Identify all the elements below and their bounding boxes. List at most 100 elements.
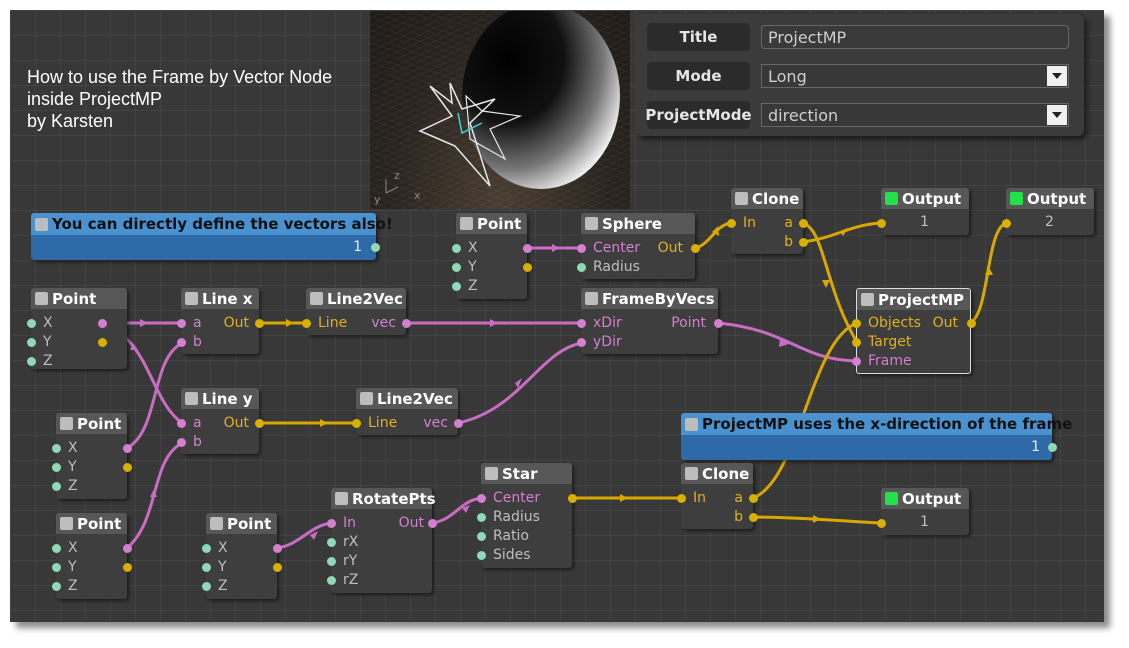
node-point-2[interactable]: Point X Y Z <box>56 413 127 499</box>
node-checkbox[interactable] <box>485 467 498 480</box>
port-out-a[interactable] <box>799 219 808 228</box>
node-checkbox[interactable] <box>360 392 373 405</box>
node-checkbox[interactable] <box>460 217 473 230</box>
node-checkbox[interactable] <box>310 292 323 305</box>
port-in-b[interactable] <box>177 338 186 347</box>
node-checkbox[interactable] <box>35 292 48 305</box>
port-in-y[interactable] <box>52 563 61 572</box>
node-checkbox[interactable] <box>335 492 348 505</box>
node-output-2[interactable]: Output 2 <box>1006 188 1094 235</box>
chevron-down-icon[interactable] <box>1047 105 1067 125</box>
port-out-x[interactable] <box>123 444 132 453</box>
node-rotatepts[interactable]: RotatePts In rX rY rZ Out <box>331 488 436 593</box>
node-checkbox[interactable] <box>35 217 48 231</box>
port-out-x[interactable] <box>98 319 107 328</box>
port-in-z[interactable] <box>452 282 461 291</box>
node-projectmp[interactable]: ProjectMP Objects Target Frame Out <box>856 288 971 374</box>
port-out[interactable] <box>255 319 264 328</box>
port-in-frame[interactable] <box>852 357 861 366</box>
projectmode-select[interactable]: direction <box>761 103 1069 127</box>
port-out-x[interactable] <box>273 544 282 553</box>
port-in-y[interactable] <box>452 263 461 272</box>
chevron-down-icon[interactable] <box>1047 66 1067 86</box>
port-in-center[interactable] <box>577 244 586 253</box>
port-in-sides[interactable] <box>477 551 486 560</box>
port-in-line[interactable] <box>352 419 361 428</box>
node-point-3[interactable]: Point X Y Z <box>56 513 127 599</box>
port-in-x[interactable] <box>52 544 61 553</box>
viewport-3d[interactable]: y z x <box>370 11 630 209</box>
node-checkbox[interactable] <box>685 417 698 431</box>
port-out-y[interactable] <box>523 263 532 272</box>
port-in[interactable] <box>727 219 736 228</box>
comment-output-port[interactable] <box>1048 443 1057 452</box>
node-point-4[interactable]: Point X Y Z <box>456 213 527 299</box>
node-star[interactable]: Star Center Radius Ratio Sides <box>481 463 572 568</box>
node-checkbox[interactable] <box>60 517 73 530</box>
title-input[interactable]: ProjectMP <box>761 25 1069 49</box>
node-checkbox[interactable] <box>185 292 198 305</box>
port-out-y[interactable] <box>98 338 107 347</box>
port-out-vec[interactable] <box>402 319 411 328</box>
port-in-ydir[interactable] <box>577 338 586 347</box>
port-in-ry[interactable] <box>327 557 336 566</box>
port-out-vec[interactable] <box>454 419 463 428</box>
node-checkbox[interactable] <box>60 417 73 430</box>
port-out-x[interactable] <box>523 244 532 253</box>
port-in-a[interactable] <box>177 419 186 428</box>
port-in-rx[interactable] <box>327 538 336 547</box>
port-out[interactable] <box>568 494 577 503</box>
node-framebyvecs[interactable]: FrameByVecs xDir yDir Point <box>581 288 718 354</box>
node-line2vec-1[interactable]: Line2Vec Line vec <box>306 288 406 335</box>
node-output-3[interactable]: Output 1 <box>881 488 969 535</box>
port-out[interactable] <box>428 519 437 528</box>
node-checkbox[interactable] <box>861 293 874 306</box>
port-in[interactable] <box>877 219 886 228</box>
port-in-a[interactable] <box>177 319 186 328</box>
node-checkbox[interactable] <box>685 467 698 480</box>
output-indicator[interactable] <box>885 492 898 505</box>
node-checkbox[interactable] <box>185 392 198 405</box>
node-clone-2[interactable]: Clone In a b <box>681 463 753 529</box>
port-in-xdir[interactable] <box>577 319 586 328</box>
port-out[interactable] <box>967 319 976 328</box>
node-point-1[interactable]: Point X Y Z <box>31 288 127 369</box>
port-in-rz[interactable] <box>327 576 336 585</box>
node-line2vec-2[interactable]: Line2Vec Line vec <box>356 388 458 435</box>
port-in-y[interactable] <box>52 463 61 472</box>
node-line-x[interactable]: Line x a b Out <box>181 288 259 354</box>
output-indicator[interactable] <box>885 192 898 205</box>
port-in-z[interactable] <box>52 582 61 591</box>
port-in-radius[interactable] <box>577 263 586 272</box>
port-in-y[interactable] <box>27 338 36 347</box>
comment-define-vectors[interactable]: You can directly define the vectors also… <box>31 213 393 260</box>
port-in-z[interactable] <box>52 482 61 491</box>
port-in-objects[interactable] <box>852 319 861 328</box>
port-out-b[interactable] <box>799 238 808 247</box>
port-in-x[interactable] <box>202 544 211 553</box>
port-in-b[interactable] <box>177 438 186 447</box>
node-sphere[interactable]: Sphere Center Radius Out <box>581 213 695 279</box>
port-in-radius[interactable] <box>477 513 486 522</box>
port-in-x[interactable] <box>452 244 461 253</box>
port-in[interactable] <box>1002 219 1011 228</box>
node-line-y[interactable]: Line y a b Out <box>181 388 259 454</box>
port-out-y[interactable] <box>273 563 282 572</box>
node-checkbox[interactable] <box>585 217 598 230</box>
node-checkbox[interactable] <box>210 517 223 530</box>
port-in-center[interactable] <box>477 494 486 503</box>
node-clone-1[interactable]: Clone In a b <box>731 188 803 254</box>
comment-output-port[interactable] <box>371 243 380 252</box>
port-in-z[interactable] <box>27 357 36 366</box>
port-out[interactable] <box>691 244 700 253</box>
port-in[interactable] <box>677 494 686 503</box>
port-in-x[interactable] <box>52 444 61 453</box>
output-indicator[interactable] <box>1010 192 1023 205</box>
comment-x-direction[interactable]: ProjectMP uses the x-direction of the fr… <box>681 413 1072 460</box>
port-in-y[interactable] <box>202 563 211 572</box>
port-in-target[interactable] <box>852 338 861 347</box>
mode-select[interactable]: Long <box>761 64 1069 88</box>
port-in-z[interactable] <box>202 582 211 591</box>
port-out-point[interactable] <box>714 319 723 328</box>
node-checkbox[interactable] <box>735 192 748 205</box>
